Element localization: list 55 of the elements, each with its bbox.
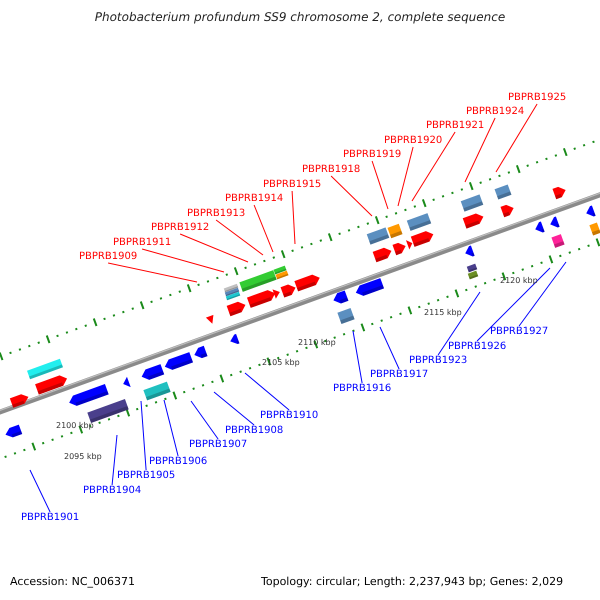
gene-label: PBPRB1912 xyxy=(151,222,210,234)
leader-line xyxy=(292,190,296,244)
gene-label: PBPRB1904 xyxy=(83,485,142,497)
leader-line xyxy=(190,400,219,440)
gene-label: PBPRB1913 xyxy=(187,208,246,220)
gene-label: PBPRB1923 xyxy=(409,355,468,367)
chart-title: Photobacterium profundum SS9 chromosome 2, complete sequence xyxy=(94,10,506,24)
leader-line xyxy=(352,330,363,384)
footer-note: Accession: NC_006371 xyxy=(10,575,136,588)
leader-line xyxy=(476,268,550,342)
leader-line xyxy=(518,262,566,326)
leader-line xyxy=(254,204,274,252)
scale-label: 2095 kbp xyxy=(64,452,102,462)
leader-line xyxy=(108,262,198,282)
leader-line xyxy=(140,400,147,470)
gene-label: PBPRB1926 xyxy=(448,341,506,353)
footer-note: Topology: circular; Length: 2,237,943 bp; Genes: 2,029 xyxy=(261,575,564,588)
gene-label: PBPRB1918 xyxy=(302,164,360,176)
leader-line xyxy=(464,118,496,182)
leader-line xyxy=(438,292,480,356)
gene-label: PBPRB1908 xyxy=(225,425,284,437)
gene-label: PBPRB1914 xyxy=(225,193,284,205)
leader-line xyxy=(30,470,51,512)
leader-line xyxy=(112,434,118,486)
gene-label: PBPRB1917 xyxy=(370,369,428,381)
gene-label: PBPRB1901 xyxy=(21,512,80,524)
leader-line xyxy=(164,400,179,456)
leader-line xyxy=(398,146,414,206)
leader-line xyxy=(380,326,400,370)
scale-label: 2100 kbp xyxy=(56,421,94,431)
gene-label: PBPRB1907 xyxy=(189,439,248,451)
leader-line xyxy=(412,132,456,202)
gene-label: PBPRB1906 xyxy=(149,456,208,468)
leader-line xyxy=(214,392,255,426)
leader-line xyxy=(216,220,264,256)
leader-line xyxy=(142,248,224,272)
scale-label: 2120 kbp xyxy=(500,276,538,286)
gene-label: PBPRB1919 xyxy=(343,149,402,161)
leader-line xyxy=(372,160,388,210)
leader-line xyxy=(180,234,248,262)
scale-label: 2115 kbp xyxy=(424,308,462,318)
gene-label: PBPRB1925 xyxy=(508,92,566,104)
gene-label: PBPRB1915 xyxy=(263,179,322,191)
leader-line xyxy=(496,104,538,172)
gene-label: PBPRB1924 xyxy=(466,106,524,118)
gene-label: PBPRB1910 xyxy=(260,410,318,422)
gene-label: PBPRB1920 xyxy=(384,135,442,147)
leader-line xyxy=(244,372,290,410)
gene-label: PBPRB1921 xyxy=(426,120,484,132)
gene-label: PBPRB1916 xyxy=(333,383,392,395)
leader-line xyxy=(330,176,372,216)
gene-label: PBPRB1927 xyxy=(490,326,548,338)
gene-label: PBPRB1909 xyxy=(79,251,138,263)
gene-label: PBPRB1905 xyxy=(117,470,176,482)
gene-label: PBPRB1911 xyxy=(113,237,172,249)
